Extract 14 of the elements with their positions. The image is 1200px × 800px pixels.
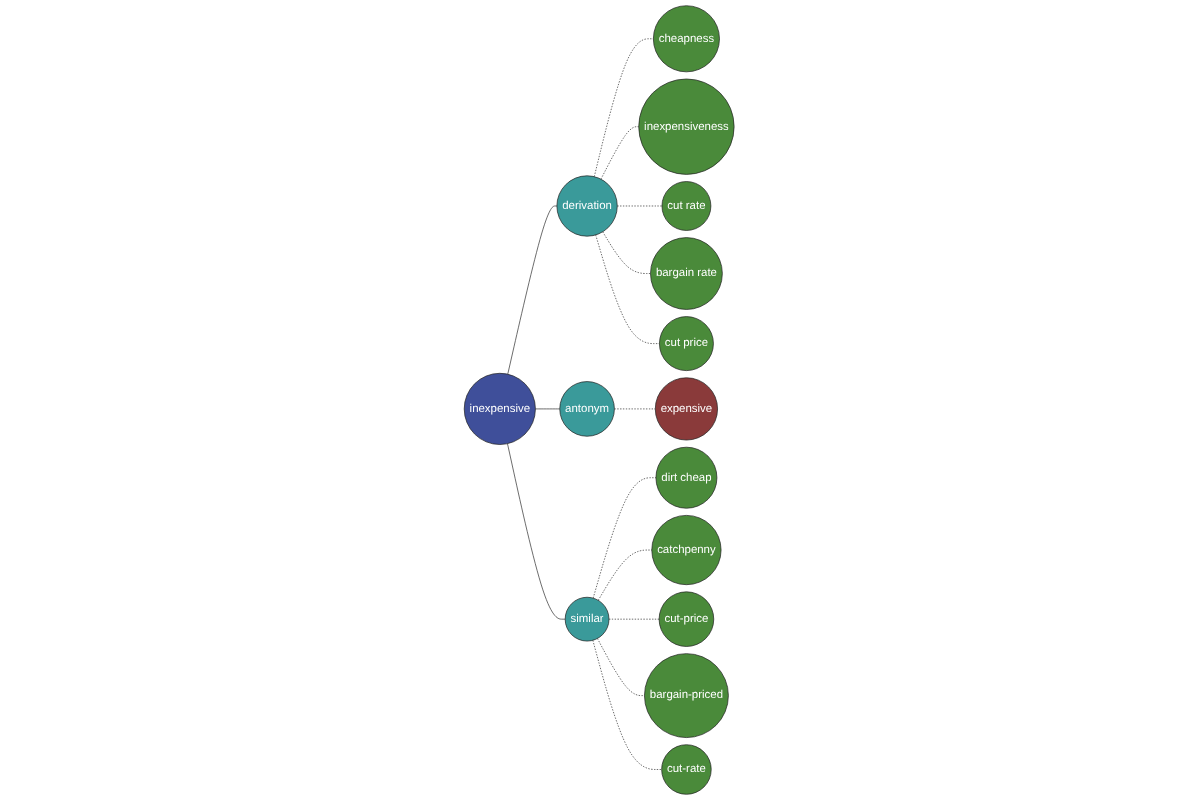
connector: [507, 443, 567, 620]
connector: [535, 408, 561, 410]
connector: [593, 639, 663, 770]
connector: [593, 477, 658, 599]
connector: [617, 205, 664, 207]
connector: [609, 618, 661, 620]
connector: [594, 38, 655, 178]
connector: [596, 234, 661, 344]
connector: [603, 231, 652, 274]
connector: [614, 408, 657, 410]
connector: [598, 549, 653, 601]
connector: [508, 205, 559, 375]
connector: [601, 126, 640, 180]
connector: [597, 638, 646, 696]
